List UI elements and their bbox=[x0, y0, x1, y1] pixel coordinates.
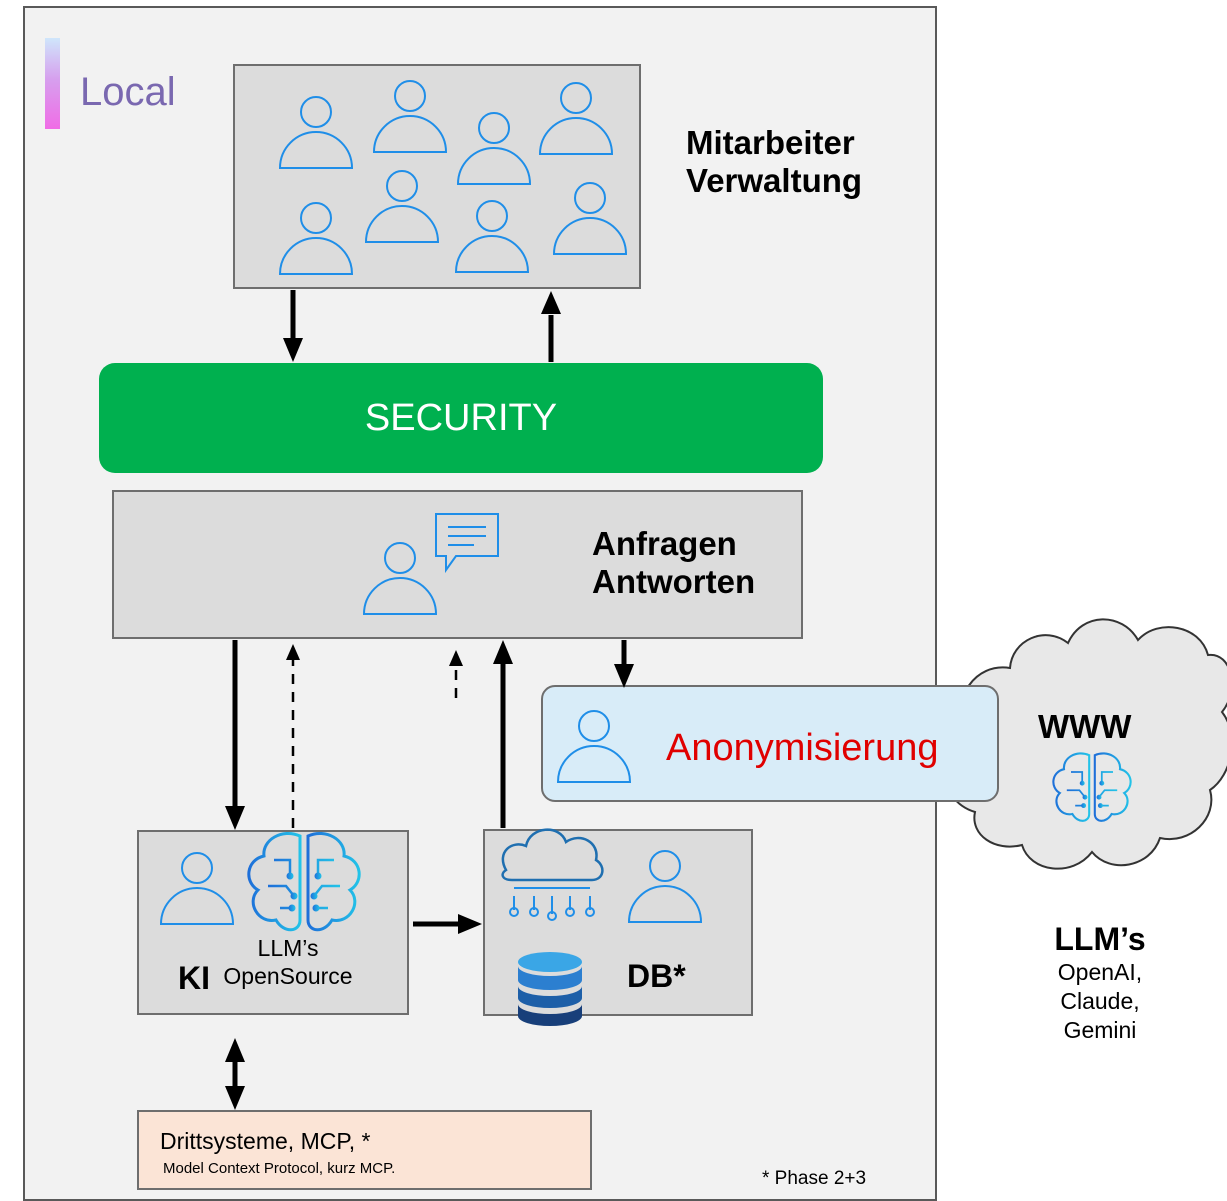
person-icon bbox=[373, 80, 447, 153]
security-label: SECURITY bbox=[364, 396, 558, 439]
db-label: DB* bbox=[627, 958, 686, 994]
arrow-db-to-anfragen bbox=[493, 640, 513, 828]
arrow-anfragen-to-ki bbox=[225, 640, 245, 830]
drittsysteme-title: Drittsysteme, MCP, * bbox=[160, 1128, 371, 1154]
mitarbeiter-label: Mitarbeiter Verwaltung bbox=[686, 124, 862, 200]
person-icon bbox=[457, 112, 531, 185]
arrow-ki-drittsysteme-bidirectional bbox=[225, 1038, 245, 1110]
local-accent-bar bbox=[45, 38, 60, 129]
person-icon bbox=[455, 200, 529, 273]
ki-label: KI bbox=[178, 960, 210, 996]
person-icon bbox=[279, 202, 353, 275]
arrow-ki-to-anfragen-dashed bbox=[286, 644, 300, 828]
person-icon bbox=[557, 710, 631, 783]
drittsysteme-subtitle: Model Context Protocol, kurz MCP. bbox=[163, 1160, 396, 1177]
person-icon bbox=[279, 96, 353, 169]
mitarbeiter-box bbox=[233, 64, 641, 289]
person-icon bbox=[160, 852, 234, 925]
anfragen-label: Anfragen Antworten bbox=[592, 525, 755, 601]
database-icon bbox=[518, 952, 582, 1026]
anfragen-line1: Anfragen bbox=[592, 525, 737, 562]
arrow-anon-to-anfragen-dashed bbox=[449, 650, 463, 698]
anonymisierung-label: Anonymisierung bbox=[666, 727, 939, 769]
www-label: WWW bbox=[1038, 708, 1132, 745]
arrow-anfragen-to-anonymisierung bbox=[614, 640, 634, 688]
arrow-security-to-mitarbeiter bbox=[541, 291, 561, 362]
llm-line2: OpenSource bbox=[223, 963, 353, 989]
llm-line1: LLM’s bbox=[257, 935, 319, 961]
external-llms-label: LLM’s OpenAI, Claude, Gemini bbox=[1020, 920, 1180, 1045]
brain-icon bbox=[1052, 752, 1132, 822]
person-icon bbox=[539, 82, 613, 155]
mitarbeiter-line1: Mitarbeiter bbox=[686, 124, 855, 161]
external-llm-gemini: Gemini bbox=[1063, 1017, 1137, 1043]
person-icon bbox=[553, 182, 627, 255]
external-llm-openai: OpenAI, bbox=[1057, 959, 1143, 985]
mitarbeiter-line2: Verwaltung bbox=[686, 162, 863, 199]
local-label: Local bbox=[80, 70, 176, 114]
external-llms-title: LLM’s bbox=[1054, 921, 1146, 957]
anfragen-line2: Antworten bbox=[592, 563, 756, 600]
person-icon bbox=[363, 542, 437, 615]
phase-note: * Phase 2+3 bbox=[762, 1168, 867, 1189]
arrow-ki-to-db bbox=[413, 914, 482, 934]
person-icon bbox=[628, 850, 702, 923]
chat-bubble-icon bbox=[435, 513, 499, 574]
cloud-network-icon bbox=[501, 828, 604, 921]
llm-opensource-label: LLM’s OpenSource bbox=[218, 934, 358, 990]
arrow-mitarbeiter-to-security bbox=[283, 290, 303, 362]
external-llm-claude: Claude, bbox=[1060, 988, 1140, 1014]
security-layer: SECURITY bbox=[99, 363, 823, 473]
brain-icon bbox=[247, 831, 361, 932]
ki-box bbox=[137, 830, 409, 1015]
drittsysteme-box bbox=[137, 1110, 592, 1190]
person-icon bbox=[365, 170, 439, 243]
